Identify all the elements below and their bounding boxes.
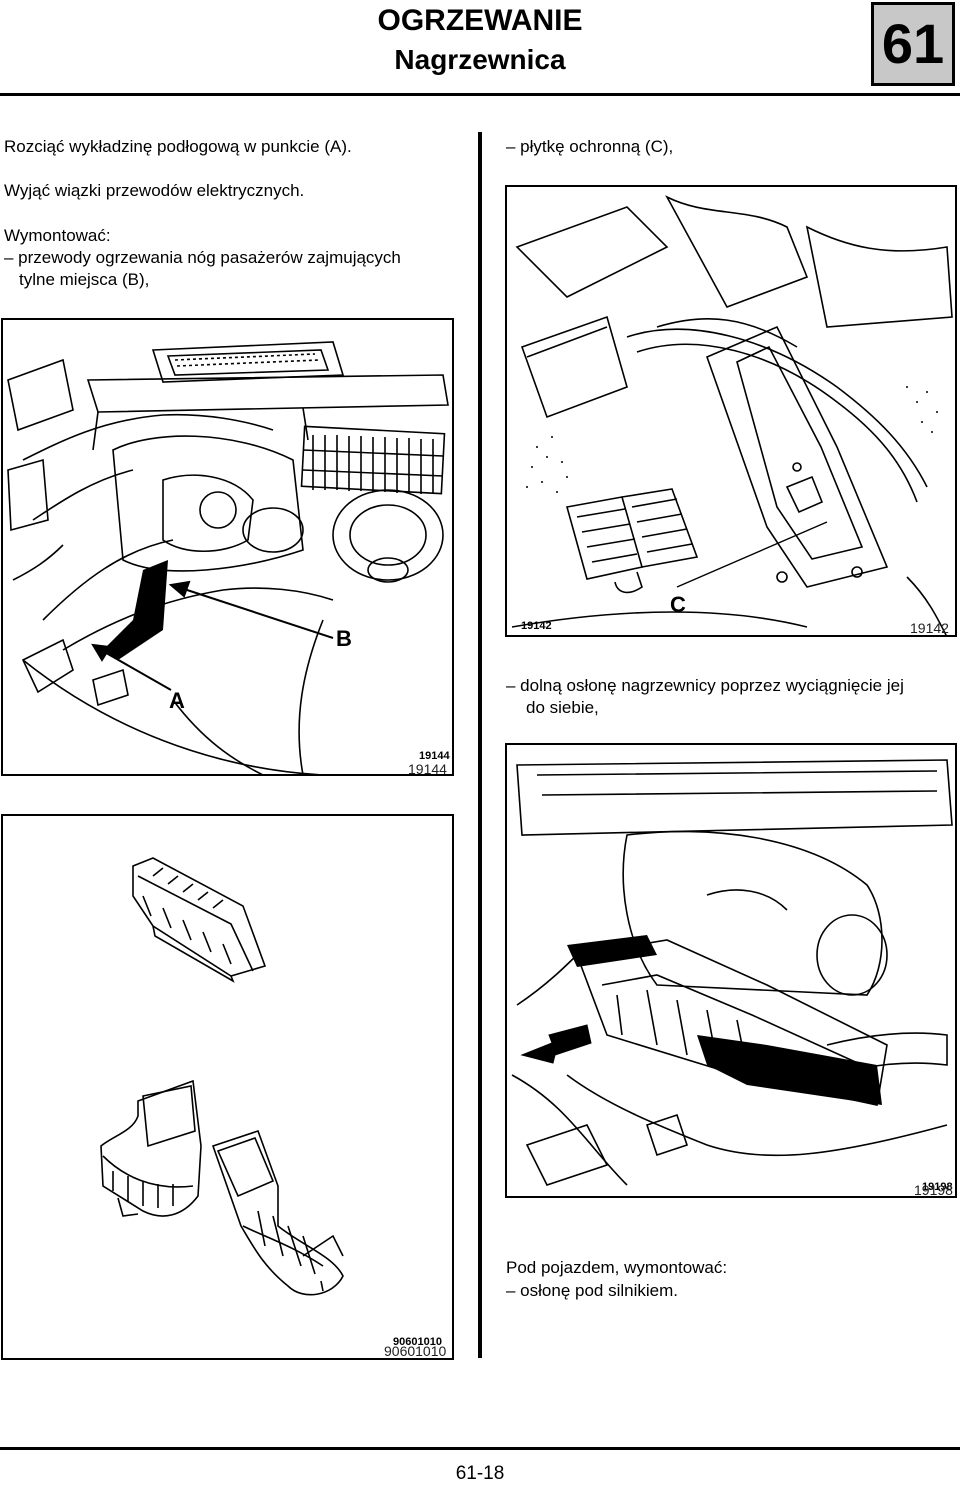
figure-heater-floor-ducts-drawing (7, 341, 449, 774)
figure-heater-floor-ducts: B A 19144 19144 (1, 318, 454, 776)
instruction-item-engine-undertray: – osłonę pod silnikiem. (506, 1281, 678, 1300)
instruction-remove-heading: Wymontować: (4, 226, 111, 245)
instruction-item-protection-plate: – płytkę ochronną (C), (506, 137, 674, 156)
callout-a: A (169, 688, 185, 713)
figure-number: 19142 (910, 620, 949, 636)
footer-divider (0, 1447, 960, 1450)
figure-number: 90601010 (384, 1343, 447, 1359)
figure-rear-ducts-drawing (100, 857, 344, 1296)
instruction-cut-carpet: Rozciąć wykładzinę podłogową w punkcie (… (4, 137, 352, 156)
instruction-item-lower-cover-cont: do siebie, (526, 698, 599, 717)
instruction-remove-harness: Wyjąć wiązki przewodów elektrycznych. (4, 181, 305, 200)
figure-number: 19144 (408, 761, 447, 776)
figure-ref-small: 90601010 (393, 1336, 442, 1348)
instruction-item-rear-ducts-cont: tylne miejsca (B), (19, 270, 150, 289)
page-title: OGRZEWANIE (377, 4, 583, 37)
figure-rear-ducts: 90601010 90601010 (1, 814, 454, 1360)
figure-ref-small: 19198 (922, 1181, 953, 1193)
page-subtitle: Nagrzewnica (394, 44, 566, 75)
instruction-item-lower-cover: – dolną osłonę nagrzewnicy poprzez wycią… (506, 676, 904, 695)
figure-protection-plate: C 19142 19142 (505, 185, 957, 637)
instruction-underbody-heading: Pod pojazdem, wymontować: (506, 1258, 728, 1277)
figure-number: 19198 (914, 1182, 953, 1198)
header-divider (0, 93, 960, 96)
figure-ref-small: 19144 (419, 750, 450, 762)
chapter-number-badge: 61 (871, 2, 955, 86)
figure-ref-small: 19142 (521, 620, 552, 632)
figure-lower-heater-cover-drawing (511, 759, 953, 1186)
instruction-item-rear-ducts: – przewody ogrzewania nóg pasażerów zajm… (4, 248, 401, 267)
callout-c: C (670, 592, 686, 617)
column-divider (478, 132, 482, 1358)
figure-protection-plate-drawing (511, 195, 953, 635)
page-number: 61-18 (455, 1463, 505, 1484)
figure-lower-heater-cover: 19198 19198 (505, 743, 957, 1198)
callout-b: B (336, 626, 352, 651)
